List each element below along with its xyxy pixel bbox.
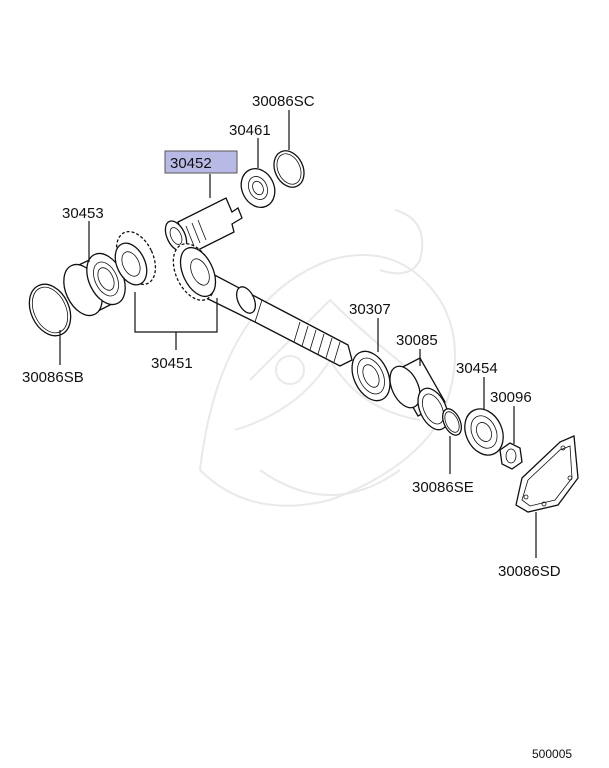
label-30086SD[interactable]: 30086SD	[498, 563, 561, 580]
part-30086SC-ring[interactable]	[268, 146, 309, 192]
part-30086SE-ring[interactable]	[439, 406, 465, 438]
part-30452-shaft[interactable]	[161, 197, 243, 256]
label-30454[interactable]: 30454	[456, 360, 498, 377]
label-30452: 30452	[170, 155, 212, 172]
leader-lines	[59, 110, 537, 558]
label-30307[interactable]: 30307	[349, 301, 391, 318]
part-30461-bearing[interactable]	[235, 163, 281, 213]
figure-number: 500005	[532, 747, 572, 761]
label-30452-highlight[interactable]: 30452	[164, 150, 238, 174]
label-30086SC[interactable]: 30086SC	[252, 93, 315, 110]
label-30453[interactable]: 30453	[62, 205, 104, 222]
part-30085-sleeve[interactable]	[384, 357, 454, 434]
part-30451-gear-small[interactable]	[109, 225, 163, 290]
label-30085[interactable]: 30085	[396, 332, 438, 349]
part-30451-gear-large[interactable]	[165, 237, 223, 307]
part-30086SD-gasket[interactable]	[515, 435, 579, 513]
label-30086SE[interactable]: 30086SE	[412, 479, 474, 496]
part-30086SB-ring[interactable]	[21, 277, 78, 342]
part-30453-bearing[interactable]	[56, 247, 133, 321]
label-30451[interactable]: 30451	[151, 355, 193, 372]
label-30096[interactable]: 30096	[490, 389, 532, 406]
part-30307-bearing[interactable]	[345, 345, 398, 406]
part-30454-bearing[interactable]	[458, 403, 511, 462]
label-30086SB[interactable]: 30086SB	[22, 369, 84, 386]
part-30096-nut[interactable]	[499, 442, 523, 470]
part-30451-output-shaft[interactable]	[197, 269, 353, 367]
highlight-box	[164, 150, 238, 174]
label-30461[interactable]: 30461	[229, 122, 271, 139]
